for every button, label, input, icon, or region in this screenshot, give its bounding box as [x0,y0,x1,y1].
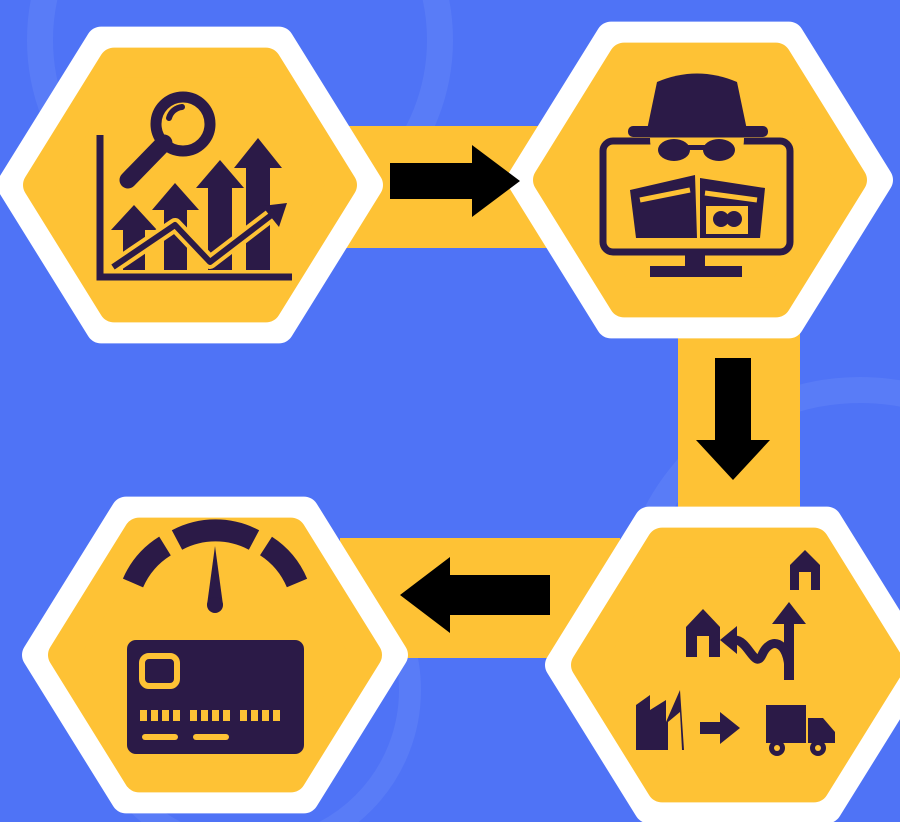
node-market-analysis [0,26,383,344]
node-distribution [545,506,900,822]
arrow-left-icon [400,557,550,633]
spy-monitor-icon [599,73,794,277]
arrows [390,145,770,633]
node-fill [571,527,900,803]
growth-chart-magnifier-icon [96,91,292,281]
supply-chain-routes-icon [636,550,835,756]
arrow-right-icon [390,145,520,217]
arrow-down-icon [696,358,770,480]
credit-score-gauge-icon [122,519,308,754]
